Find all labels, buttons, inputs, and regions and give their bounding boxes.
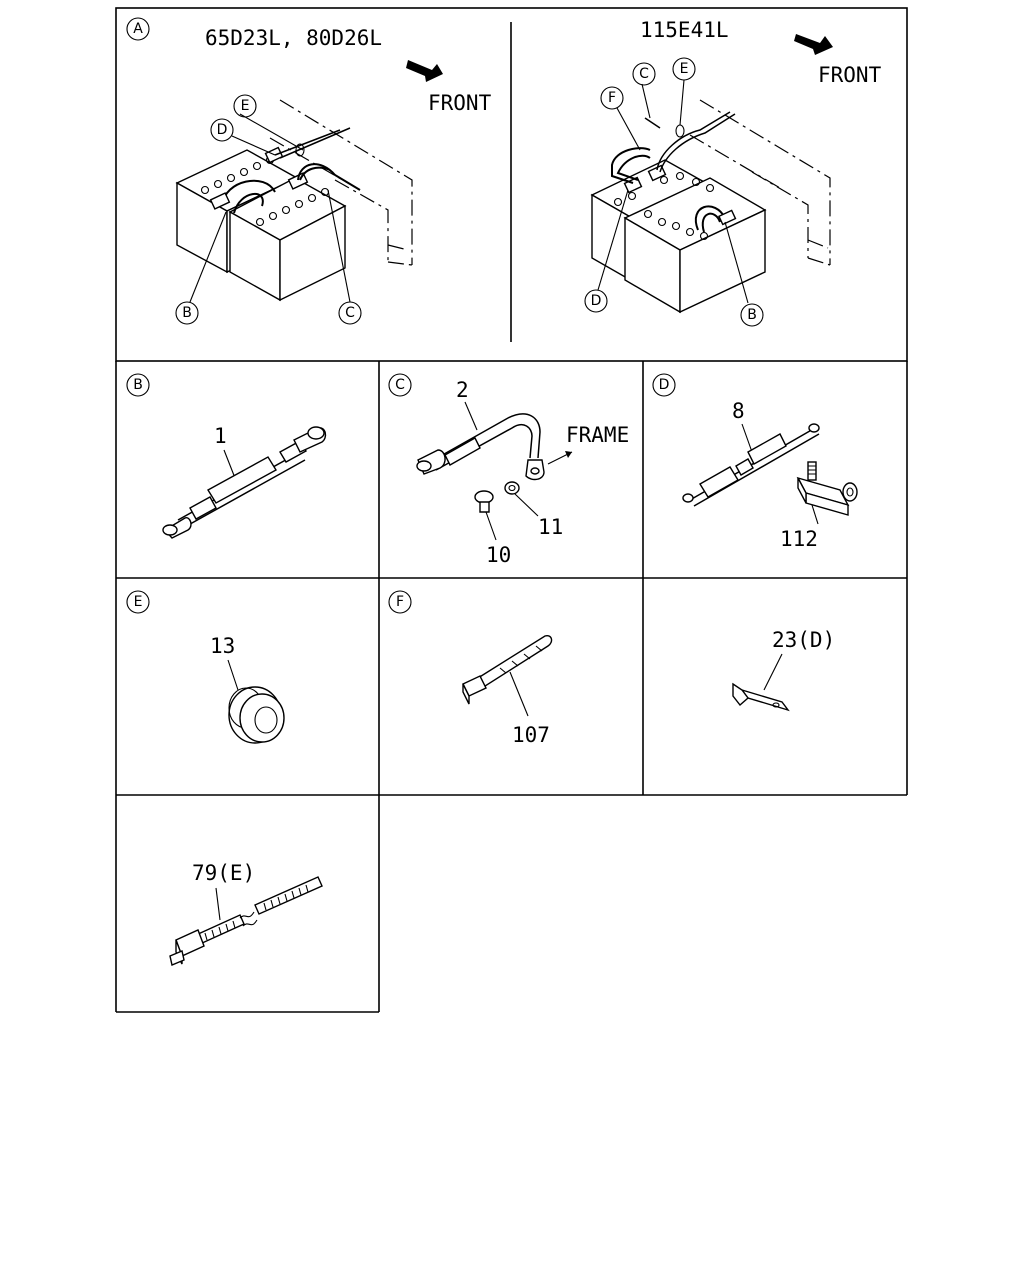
callout-d-left: D — [210, 118, 234, 142]
callout-b-right: B — [740, 303, 764, 327]
panel-a-left-view: 65D23L, 80D26L FRONT — [175, 26, 492, 325]
panel-f-letter: F — [388, 590, 412, 614]
svg-text:E: E — [680, 61, 689, 77]
part-number-13: 13 — [210, 634, 235, 658]
callout-f-right: F — [600, 86, 624, 110]
svg-text:C: C — [345, 305, 355, 321]
svg-text:C: C — [639, 66, 649, 82]
part-number-1: 1 — [214, 424, 227, 448]
panel-b-letter: B — [126, 373, 150, 397]
part-number-11: 11 — [538, 515, 563, 539]
battery-cable-part-1 — [162, 426, 327, 539]
svg-text:C: C — [395, 377, 405, 393]
callout-b-left: B — [175, 301, 199, 325]
part-number-10: 10 — [486, 543, 511, 567]
svg-text:E: E — [241, 98, 250, 114]
panel-b: B 1 — [126, 373, 327, 539]
svg-text:B: B — [747, 307, 757, 323]
part-number-112: 112 — [780, 527, 818, 551]
cable-part-8 — [682, 423, 820, 507]
panel-frame — [115, 7, 908, 1013]
frame-rail-right — [689, 99, 831, 266]
panel-c: C 2 FRAME 11 10 — [388, 373, 629, 567]
panel-a-letter: A — [126, 17, 150, 41]
bracket-part-23 — [732, 682, 790, 712]
svg-text:F: F — [608, 90, 616, 106]
front-arrow-icon — [794, 34, 833, 55]
front-label-right: FRONT — [818, 63, 882, 87]
battery-model-right: 115E41L — [640, 18, 729, 42]
panel-f: F 107 — [388, 590, 553, 747]
washer-part-11 — [504, 481, 520, 495]
callout-d-right: D — [584, 289, 608, 313]
bolt-part-10 — [474, 490, 494, 513]
panel-e-letter: E — [126, 590, 150, 614]
battery-right-2 — [623, 177, 767, 314]
front-arrow-icon — [406, 60, 443, 82]
frame-label: FRAME — [566, 423, 629, 447]
panel-c-letter: C — [388, 373, 412, 397]
svg-text:D: D — [217, 122, 228, 138]
part-number-8: 8 — [732, 399, 745, 423]
front-label-left: FRONT — [428, 91, 492, 115]
panel-bracket: 23(D) — [732, 628, 835, 712]
svg-text:B: B — [133, 377, 143, 393]
panel-tie: 79(E) — [169, 861, 323, 966]
panel-a-right-view: 115E41L FRONT — [584, 18, 882, 327]
panel-d-letter: D — [652, 373, 676, 397]
callout-e-right: E — [672, 57, 696, 81]
svg-text:B: B — [182, 305, 192, 321]
svg-text:F: F — [396, 594, 404, 610]
panel-d: D 8 112 — [652, 373, 858, 551]
part-number-23: 23(D) — [772, 628, 835, 652]
battery-cable-part-2 — [416, 413, 573, 481]
panel-e: E 13 — [126, 590, 285, 744]
callout-c-left: C — [338, 301, 362, 325]
part-number-107: 107 — [512, 723, 550, 747]
part-number-2: 2 — [456, 378, 469, 402]
svg-text:D: D — [591, 293, 602, 309]
svg-text:E: E — [134, 594, 143, 610]
svg-text:D: D — [659, 377, 670, 393]
battery-model-left: 65D23L, 80D26L — [205, 26, 382, 50]
cell-caps-left — [200, 155, 330, 227]
battery-cables-right — [611, 111, 737, 233]
cable-tie-part-79 — [169, 876, 323, 966]
panel-a: A 65D23L, 80D26L FRONT — [126, 17, 882, 327]
callout-e-left: E — [233, 94, 257, 118]
terminal-clamp-part-112 — [796, 461, 858, 516]
callout-c-right: C — [632, 62, 656, 86]
battery-cables-left — [209, 127, 361, 214]
part-number-79: 79(E) — [192, 861, 255, 885]
cell-caps-right — [613, 171, 715, 241]
grommet-part-13 — [228, 686, 285, 744]
svg-text:A: A — [133, 21, 143, 37]
clip-part-107 — [462, 634, 553, 705]
